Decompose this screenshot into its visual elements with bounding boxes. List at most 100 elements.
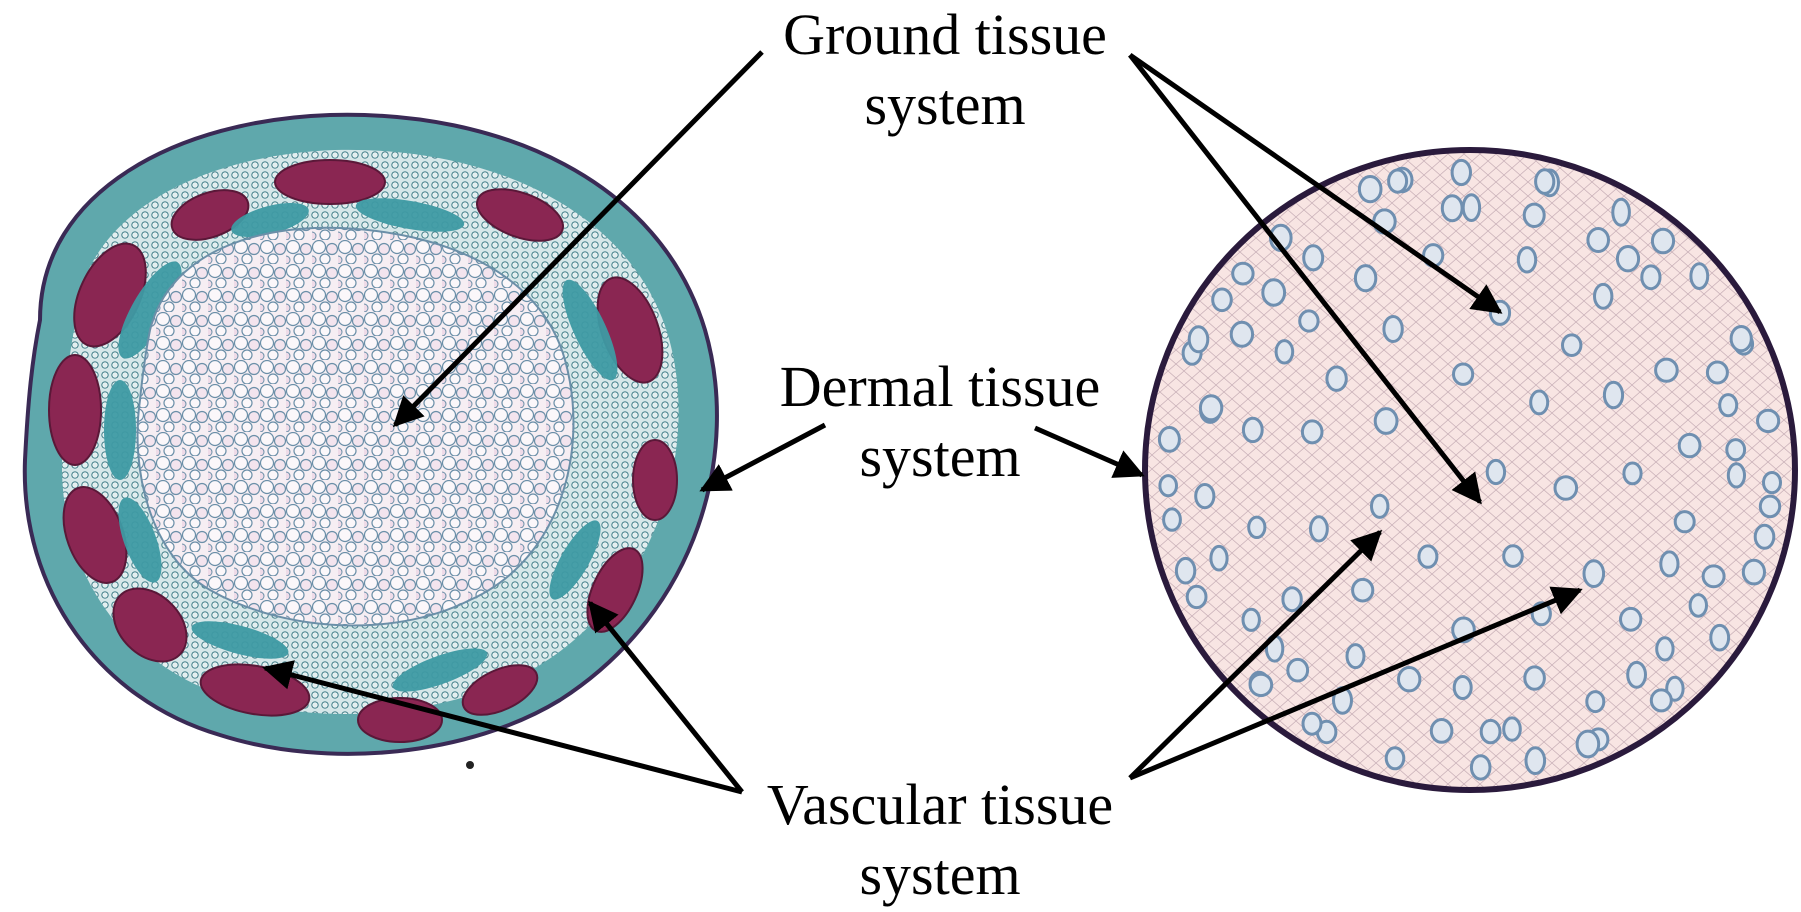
monocot-bundle — [1595, 284, 1612, 308]
monocot-bundle — [1621, 608, 1641, 630]
monocot-bundle — [1211, 546, 1227, 570]
ground-tissue-label-line1: Ground tissue — [735, 0, 1155, 70]
monocot-bundle — [1355, 266, 1375, 291]
monocot-bundle — [1243, 418, 1262, 441]
monocot-bundle — [1577, 731, 1599, 757]
monocot-bundle — [1200, 396, 1221, 420]
monocot-bundle — [1758, 410, 1779, 431]
monocot-bundle — [1442, 196, 1462, 221]
monocot-bundle — [1231, 322, 1252, 346]
monocot-bundle — [1399, 668, 1420, 691]
monocot-bundle — [1707, 362, 1727, 383]
monocot-bundle — [1327, 367, 1346, 390]
vascular-tissue-label: Vascular tissue system — [720, 770, 1160, 910]
monocot-bundle — [1679, 434, 1700, 456]
monocot-bundle — [1487, 460, 1504, 483]
vascular-arrow-dicot-right — [590, 603, 742, 792]
monocot-bundle — [1691, 264, 1708, 289]
monocot-bundle — [1504, 546, 1523, 567]
monocot-bundle — [1661, 552, 1678, 576]
vascular-tissue-label-line2: system — [720, 840, 1160, 910]
monocot-bundle — [1481, 720, 1500, 742]
dermal-tissue-label-line1: Dermal tissue — [720, 352, 1160, 422]
monocot-bundle — [1536, 170, 1554, 194]
monocot-bundle — [1375, 409, 1397, 434]
monocot-bundle — [1651, 690, 1671, 711]
monocot-bundle — [1628, 662, 1646, 687]
monocot-bundle — [1372, 495, 1388, 517]
monocot-bundle — [1288, 659, 1308, 681]
dicot-stem-section — [25, 115, 717, 769]
monocot-bundle — [1531, 391, 1548, 414]
monocot-bundle — [1755, 525, 1774, 548]
monocot-bundle — [1657, 638, 1673, 660]
monocot-bundle — [1384, 317, 1402, 342]
monocot-bundle — [1454, 677, 1471, 699]
monocot-bundle — [1250, 674, 1272, 695]
monocot-stem-section — [1145, 150, 1795, 790]
dermal-tissue-label: Dermal tissue system — [720, 352, 1160, 492]
monocot-bundle — [1347, 645, 1364, 668]
monocot-bundle — [1454, 364, 1473, 384]
monocot-bundle — [1524, 204, 1544, 226]
monocot-bundle — [1656, 359, 1678, 381]
monocot-bundle — [1463, 195, 1479, 221]
monocot-bundle — [1283, 588, 1301, 611]
monocot-bundle — [1164, 509, 1181, 530]
monocot-bundle — [1588, 229, 1609, 252]
dermal-tissue-label-line2: system — [720, 422, 1160, 492]
ground-tissue-label-line2: system — [735, 70, 1155, 140]
monocot-bundle — [1386, 748, 1404, 769]
monocot-bundle — [1263, 280, 1285, 305]
monocot-bundle — [1555, 477, 1577, 500]
monocot-bundle — [1303, 713, 1321, 734]
monocot-bundle — [1584, 561, 1604, 587]
monocot-bundle — [1587, 692, 1604, 712]
monocot-bundle — [1213, 289, 1232, 311]
monocot-bundle — [1353, 579, 1373, 601]
monocot-bundle — [1187, 586, 1206, 607]
monocot-bundle — [1518, 248, 1535, 272]
monocot-bundle — [1563, 335, 1581, 356]
monocot-bundle — [1731, 327, 1751, 351]
monocot-bundle — [1617, 247, 1638, 271]
monocot-bundle — [1389, 170, 1407, 192]
monocot-bundle — [1243, 609, 1259, 630]
monocot-bundle — [1249, 517, 1265, 537]
monocot-bundle — [1711, 625, 1729, 650]
monocot-bundle — [1690, 595, 1706, 617]
ground-tissue-label: Ground tissue system — [735, 0, 1155, 140]
monocot-bundle — [1431, 720, 1452, 743]
monocot-bundle — [1743, 560, 1764, 584]
monocot-bundle — [1760, 496, 1779, 517]
monocot-bundle — [1300, 311, 1318, 331]
monocot-bundle — [1302, 421, 1322, 443]
monocot-bundle — [1276, 341, 1293, 363]
monocot-bundle — [1624, 463, 1641, 484]
monocot-bundle — [1504, 718, 1521, 740]
monocot-bundle — [1728, 464, 1744, 487]
monocot-bundle — [1419, 546, 1437, 567]
monocot-bundle — [1311, 517, 1328, 541]
monocot-bundle — [1471, 756, 1490, 779]
monocot-bundle — [1764, 473, 1781, 493]
monocot-bundle — [1176, 558, 1194, 583]
monocot-bundle — [1304, 246, 1323, 270]
monocot-bundle — [1613, 199, 1630, 225]
monocot-bundle — [1452, 160, 1470, 184]
monocot-bundle — [1160, 476, 1177, 496]
monocot-bundle — [1525, 667, 1545, 689]
monocot-bundle — [1359, 177, 1381, 202]
monocot-bundle — [1189, 327, 1208, 352]
monocot-bundle — [1652, 229, 1673, 253]
monocot-bundle — [1703, 566, 1724, 587]
monocot-bundle — [1233, 263, 1253, 284]
monocot-bundle — [1727, 440, 1745, 460]
monocot-bundle — [1196, 485, 1214, 508]
monocot-bundle — [1159, 428, 1179, 452]
monocot-bundle — [1720, 395, 1737, 416]
monocot-bundle — [1642, 266, 1660, 289]
monocot-bundle — [1675, 512, 1694, 532]
vascular-tissue-label-line1: Vascular tissue — [720, 770, 1160, 840]
monocot-bundle — [1526, 748, 1545, 774]
